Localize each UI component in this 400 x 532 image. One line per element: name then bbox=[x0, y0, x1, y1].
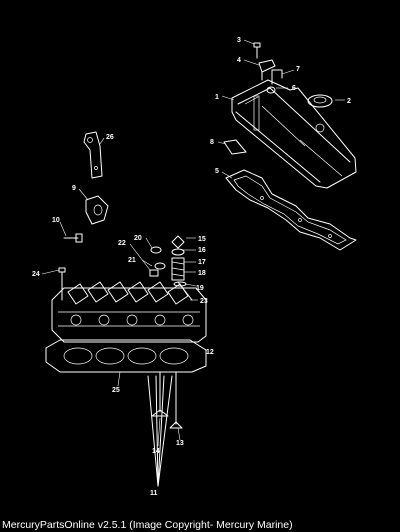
exhaust-valve[interactable] bbox=[169, 371, 183, 429]
rocker-stud[interactable] bbox=[177, 281, 193, 301]
rocker-ball[interactable] bbox=[150, 246, 162, 254]
callout-14: 14 bbox=[152, 448, 160, 455]
valve-keeper[interactable] bbox=[171, 235, 185, 249]
callout-25: 25 bbox=[112, 387, 120, 394]
intake-valve[interactable] bbox=[151, 371, 169, 417]
callout-4: 4 bbox=[237, 57, 241, 64]
valve-spring-assembly[interactable] bbox=[171, 257, 185, 281]
cylinder-head-gasket[interactable] bbox=[45, 339, 207, 373]
callout-labels: 1 2 3 4 5 6 7 8 9 10 11 12 13 14 15 16 1… bbox=[32, 37, 351, 497]
leader-lines bbox=[41, 39, 345, 447]
callout-15: 15 bbox=[198, 236, 206, 243]
callout-12: 12 bbox=[206, 349, 214, 356]
valve-guide-lines bbox=[147, 375, 173, 487]
grommet[interactable] bbox=[266, 86, 276, 94]
callout-11: 11 bbox=[150, 490, 158, 497]
callout-22: 22 bbox=[118, 240, 126, 247]
callout-13: 13 bbox=[176, 440, 184, 447]
callout-21: 21 bbox=[128, 257, 136, 264]
valve-seal[interactable] bbox=[154, 262, 166, 270]
callout-19: 19 bbox=[196, 285, 204, 292]
rocker-nut[interactable] bbox=[149, 269, 159, 277]
callout-16: 16 bbox=[198, 247, 206, 254]
head-bolt[interactable] bbox=[58, 267, 66, 301]
oil-fill-cap[interactable] bbox=[307, 94, 333, 108]
callout-9: 9 bbox=[72, 185, 76, 192]
valve-retainer[interactable] bbox=[171, 248, 185, 256]
callout-17: 17 bbox=[198, 259, 206, 266]
callout-18: 18 bbox=[198, 270, 206, 277]
rocker-arm-cover[interactable] bbox=[231, 79, 357, 189]
callout-26: 26 bbox=[106, 134, 114, 141]
callout-1: 1 bbox=[215, 94, 219, 101]
screw[interactable] bbox=[253, 42, 261, 59]
callout-8: 8 bbox=[210, 139, 214, 146]
lifting-eye[interactable] bbox=[85, 195, 109, 225]
callout-6: 6 bbox=[292, 85, 296, 92]
callout-7: 7 bbox=[296, 66, 300, 73]
callout-24: 24 bbox=[32, 271, 40, 278]
callout-10: 10 bbox=[52, 217, 60, 224]
spacer[interactable] bbox=[223, 139, 247, 155]
rocker-cover-gasket[interactable] bbox=[225, 169, 357, 251]
rocker-arm-assembly[interactable] bbox=[67, 281, 189, 305]
cylinder-head[interactable] bbox=[51, 287, 207, 343]
callout-3: 3 bbox=[237, 37, 241, 44]
elbow-fitting[interactable] bbox=[271, 69, 283, 85]
copyright-footer: MercuryPartsOnline v2.5.1 (Image Copyrig… bbox=[2, 519, 293, 531]
bolt[interactable] bbox=[63, 233, 83, 243]
lifting-bracket[interactable] bbox=[83, 131, 103, 179]
callout-23: 23 bbox=[200, 298, 208, 305]
callout-5: 5 bbox=[215, 168, 219, 175]
callout-20: 20 bbox=[134, 235, 142, 242]
bracket[interactable] bbox=[258, 59, 276, 81]
callout-2: 2 bbox=[347, 98, 351, 105]
